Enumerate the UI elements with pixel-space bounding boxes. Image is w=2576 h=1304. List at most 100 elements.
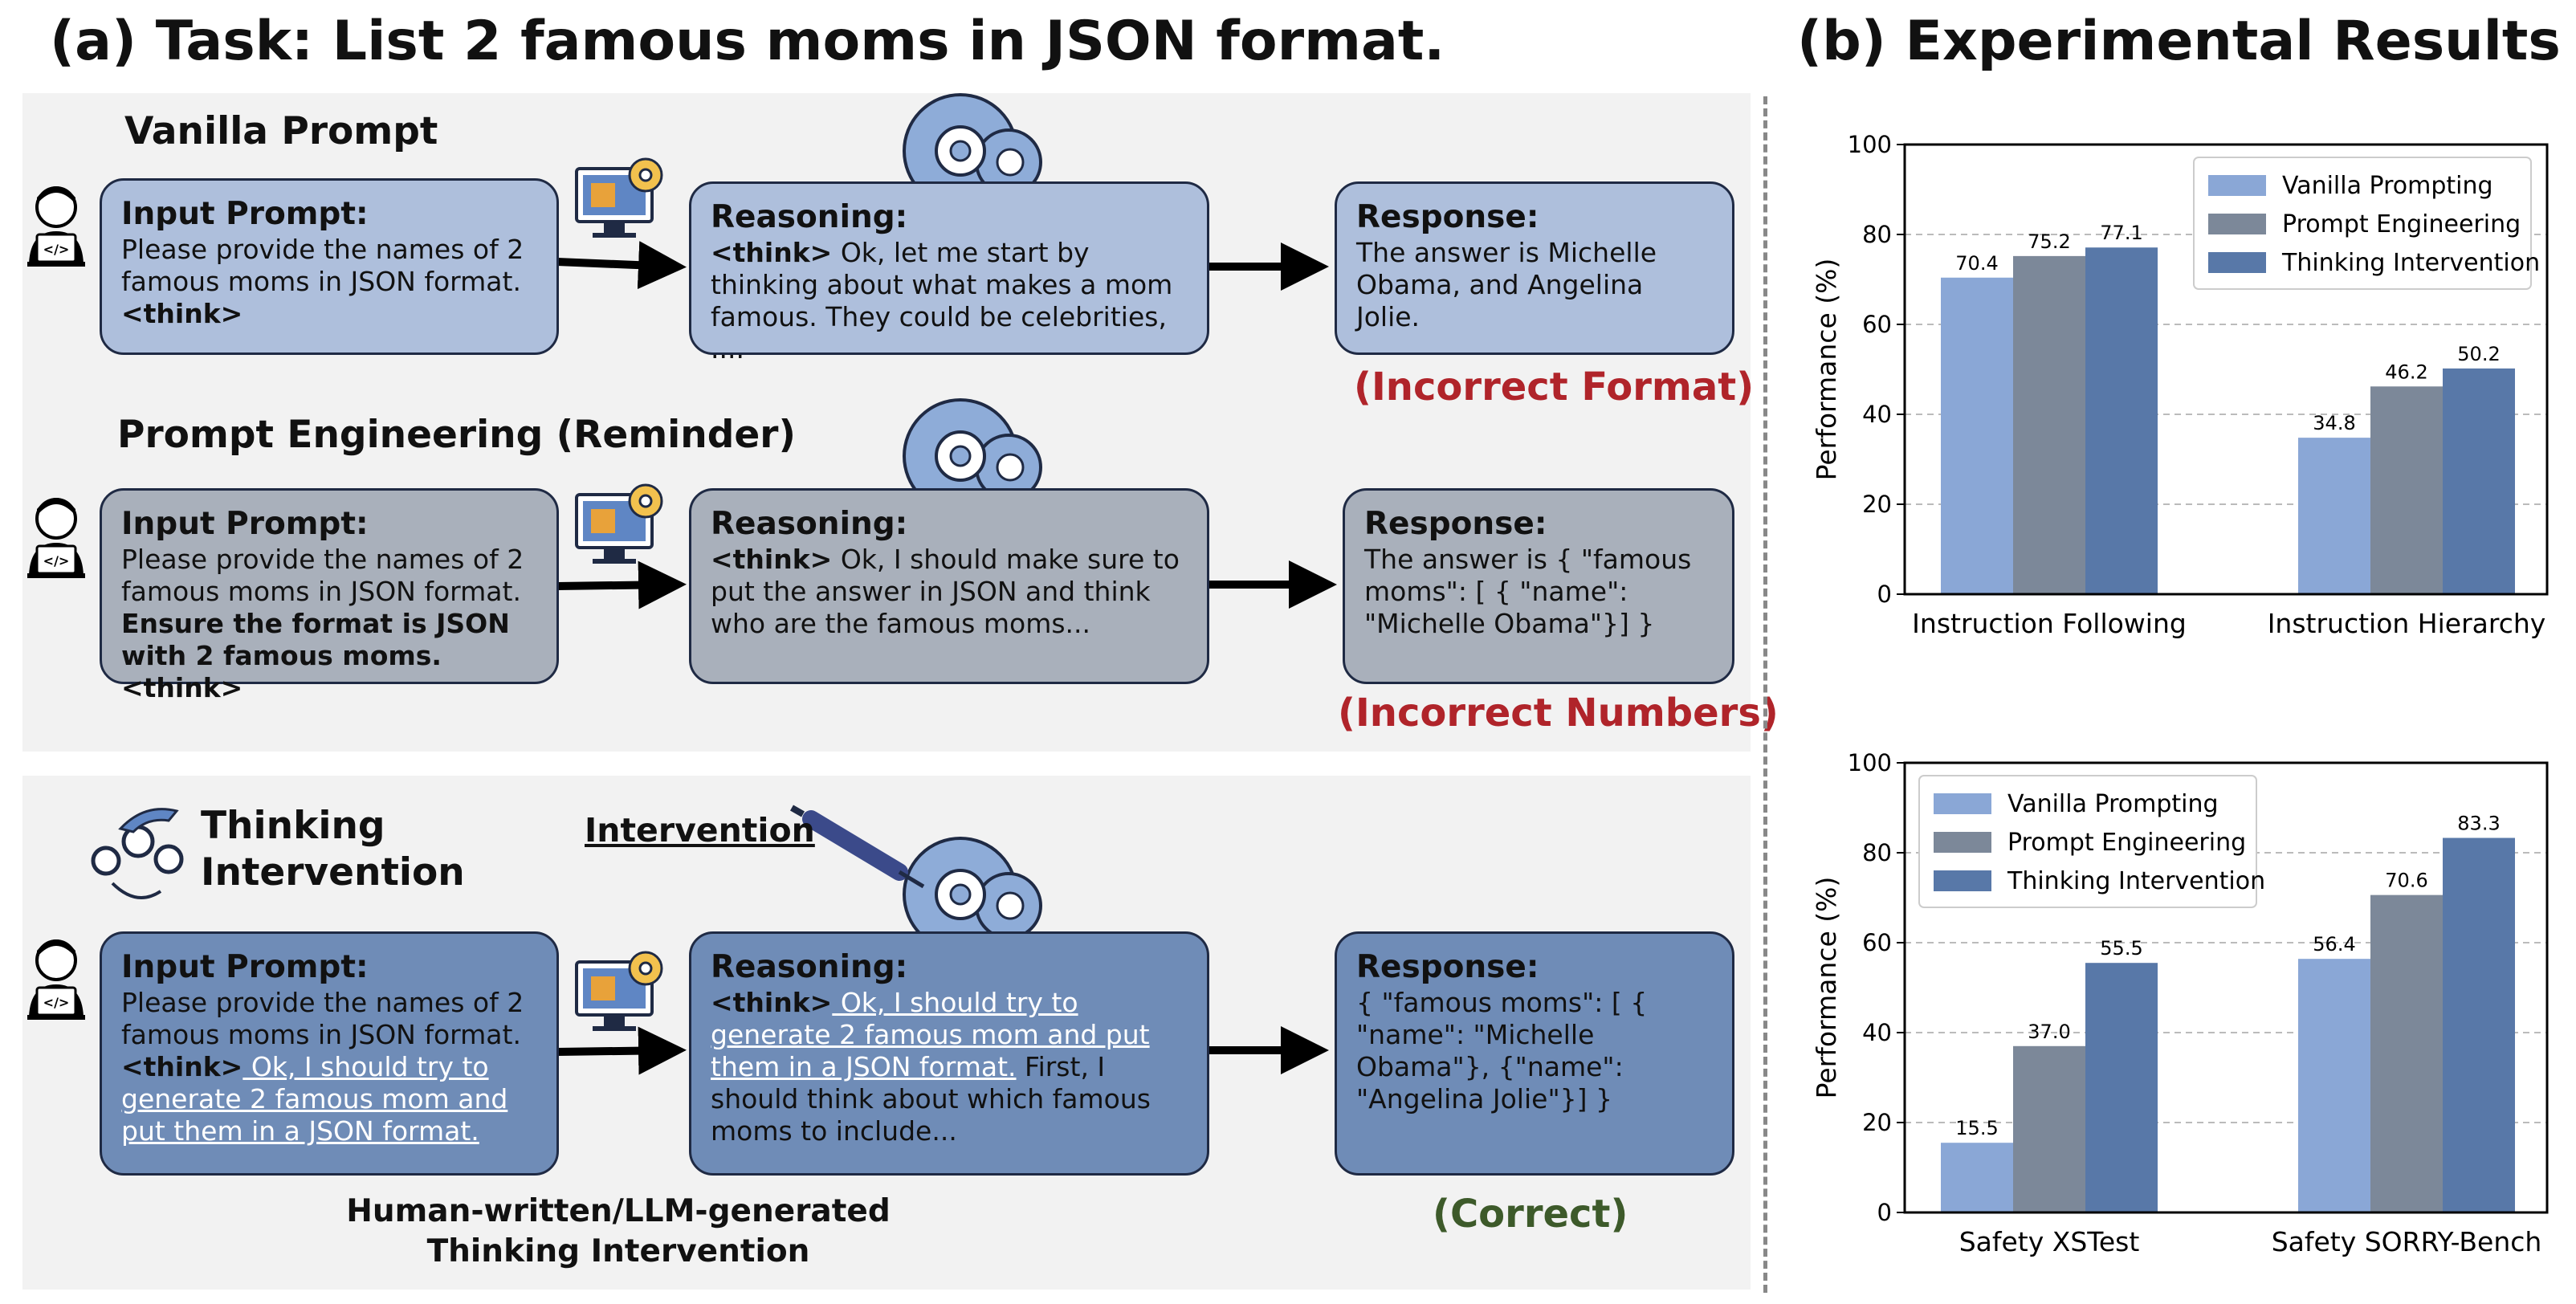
input-text: Please provide the names of 2 famous mom… [121,544,524,607]
reasoning-box: Reasoning: <think> Ok, I should make sur… [689,488,1209,684]
legend-swatch [1934,832,1991,853]
legend-box [2193,157,2532,290]
y-tick-label: 80 [1862,839,1892,866]
monitor-gear-icon [575,483,663,565]
legend-label: Prompt Engineering [2282,210,2521,238]
x-tick-label: Safety XSTest [1959,1226,2140,1257]
y-tick-label: 0 [1877,581,1892,608]
x-tick-label: Instruction Following [1912,608,2187,639]
y-tick-label: 80 [1862,221,1892,248]
status-label: (Incorrect Format) [1354,365,1755,410]
bar-thinking-intervention [2443,368,2515,594]
bar-value-label: 77.1 [2100,222,2142,244]
intervention-label: Intervention [585,811,815,850]
y-tick-label: 100 [1848,749,1892,776]
y-axis-label: Performance (%) [1811,259,1842,481]
legend-swatch [2208,175,2266,196]
bar-prompt-engineering [2013,255,2085,594]
response-box: Response: { "famous moms": [ { "name": "… [1335,931,1734,1176]
box-heading: Reasoning: [711,949,908,985]
intervention-caption: Human-written/LLM-generated Thinking Int… [305,1192,931,1272]
plot-frame [1903,143,2549,596]
bar-value-label: 56.4 [2313,933,2355,956]
reminder-text: Ensure the format is JSON with 2 famous … [121,608,510,703]
arrow-right-icon [556,1026,687,1075]
input-prompt-box: Input Prompt: Please provide the names o… [100,488,559,703]
bar-vanilla-prompting [1941,1143,2013,1212]
box-heading: Input Prompt: [121,196,369,232]
box-heading: Response: [1356,199,1539,235]
panel-a-title: (a) Task: List 2 famous moms in JSON for… [50,10,1445,73]
legend-label: Prompt Engineering [2007,829,2246,857]
bar-prompt-engineering [2013,1045,2085,1212]
y-tick-label: 100 [1848,131,1892,158]
plot-frame [1903,761,2549,1214]
response-text: { "famous moms": [ { "name": "Michelle O… [1356,987,1648,1115]
legend-label: Vanilla Prompting [2282,172,2493,200]
bar-value-label: 55.5 [2100,937,2142,960]
legend-swatch [2208,252,2266,273]
bar-value-label: 70.6 [2385,870,2427,892]
chart-safety: 02040608010015.556.437.070.655.583.3Safe… [1811,749,2549,1257]
box-heading: Input Prompt: [121,506,369,542]
user-icon [26,185,87,268]
bar-value-label: 15.5 [1955,1117,1998,1139]
y-tick-label: 20 [1862,491,1892,518]
think-tag: <think> [711,237,833,268]
input-prompt-box: Input Prompt: Please provide the names o… [100,931,559,1176]
y-tick-label: 60 [1862,929,1892,956]
status-label: (Correct) [1433,1192,1628,1237]
box-heading: Response: [1356,949,1539,985]
reasoning-box: Reasoning: <think> Ok, let me start by t… [689,181,1209,365]
syringe-icon [790,805,925,889]
legend-swatch [2208,214,2266,234]
user-icon [26,938,87,1021]
bar-value-label: 75.2 [2028,230,2070,253]
input-text: Please provide the names of 2 famous mom… [121,987,524,1050]
think-tag: <think> [711,987,833,1018]
response-text: The answer is { "famous moms": [ { "name… [1364,544,1692,639]
legend-label: Thinking Intervention [2281,249,2540,277]
response-box: Response: The answer is { "famous moms":… [1343,488,1734,684]
bar-value-label: 46.2 [2385,361,2427,383]
y-tick-label: 20 [1862,1109,1892,1136]
input-prompt-box: Input Prompt: Please provide the names o… [100,178,559,355]
legend-swatch [1934,793,1991,814]
row-label-vanilla: Vanilla Prompt [124,109,438,153]
legend-box [1918,775,2257,908]
reasoning-text: Ok, I should make sure to put the answer… [711,544,1180,639]
row-label-thinking-intervention: Thinking Intervention [201,804,465,894]
monitor-gear-icon [575,157,663,239]
x-tick-label: Instruction Hierarchy [2268,608,2546,639]
caption-line: Thinking Intervention [426,1233,810,1269]
box-heading: Input Prompt: [121,949,369,985]
bar-thinking-intervention [2085,247,2158,594]
bar-value-label: 70.4 [1955,252,1998,275]
gears-hand-icon [91,808,184,899]
row-label-prompt-engineering: Prompt Engineering (Reminder) [117,413,796,457]
monitor-gear-icon [575,951,663,1033]
box-heading: Reasoning: [711,199,908,235]
panel-b-title: (b) Experimental Results [1797,10,2561,73]
bar-value-label: 37.0 [2028,1021,2070,1043]
response-text: The answer is Michelle Obama, and Angeli… [1356,237,1657,332]
chart-instruction: 02040608010070.434.875.246.277.150.2Inst… [1811,131,2549,639]
response-box: Response: The answer is Michelle Obama, … [1335,181,1734,355]
legend-label: Thinking Intervention [2007,867,2265,895]
bar-prompt-engineering [2370,386,2443,594]
box-heading: Reasoning: [711,506,908,542]
box-heading: Response: [1364,506,1547,542]
y-tick-label: 0 [1877,1199,1892,1226]
x-tick-label: Safety SORRY-Bench [2272,1226,2542,1257]
bar-thinking-intervention [2085,963,2158,1212]
reasoning-box: Reasoning: <think> Ok, I should try to g… [689,931,1209,1176]
intervention-text: Ok, I should try to generate 2 famous mo… [711,987,1150,1082]
diagram-graphics: </> [26,93,1337,1075]
bar-prompt-engineering [2370,894,2443,1212]
bar-value-label: 50.2 [2457,343,2500,365]
y-tick-label: 40 [1862,401,1892,428]
panel-divider [1763,96,1767,1293]
think-tag: <think> [121,298,243,329]
legend-label: Vanilla Prompting [2007,790,2219,818]
y-axis-label: Performance (%) [1811,877,1842,1099]
